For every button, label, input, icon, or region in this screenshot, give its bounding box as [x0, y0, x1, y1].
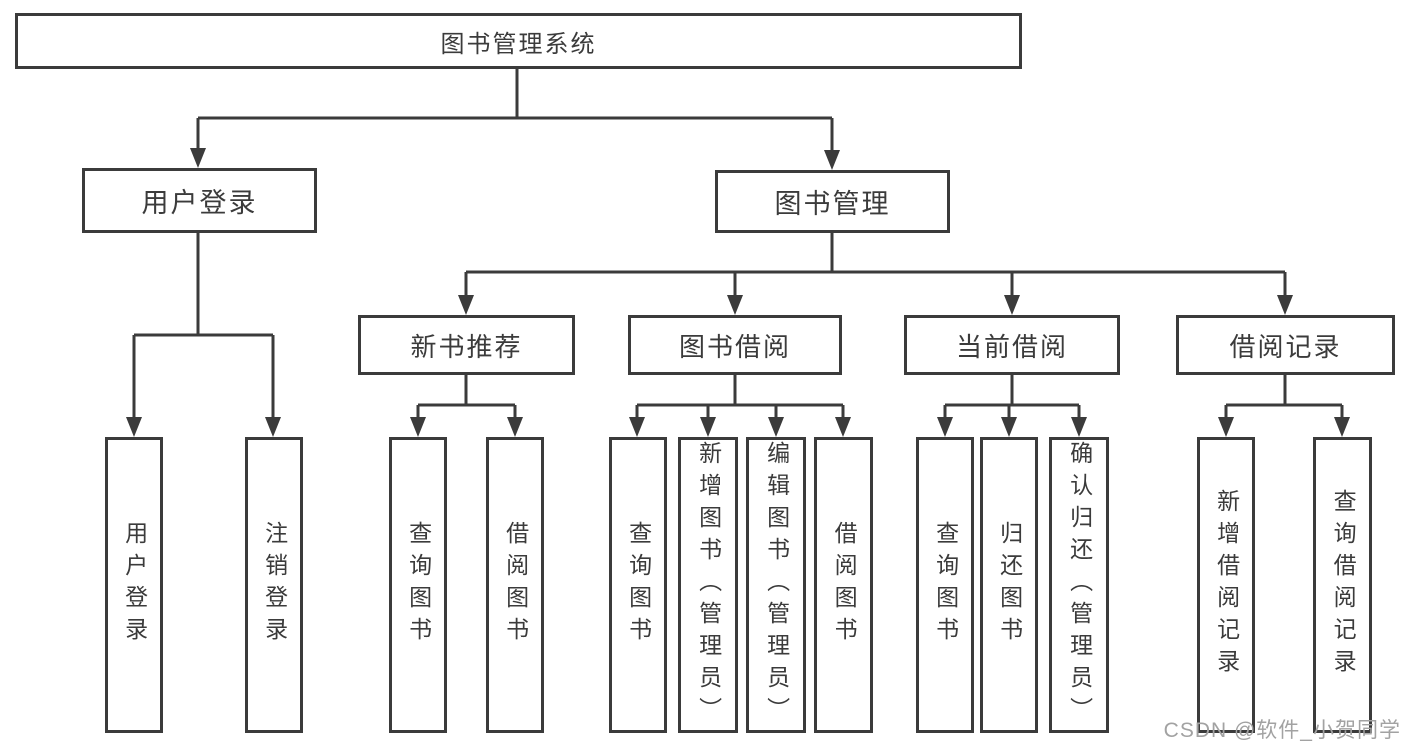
arrow-down-icon — [1277, 295, 1293, 315]
node-label: 新增借阅记录 — [1213, 489, 1240, 681]
connector-book-mgmt — [464, 233, 1287, 297]
arrow-down-icon — [1218, 417, 1234, 437]
node-label: 用户登录 — [121, 521, 148, 649]
connector-borrow-records — [1224, 375, 1344, 419]
node-query-borrow-record: 查询借阅记录 — [1313, 437, 1372, 733]
node-label: 查询图书 — [625, 521, 652, 649]
node-recommend-borrow-books: 借阅图书 — [486, 437, 544, 733]
arrow-down-icon — [410, 417, 426, 437]
node-label: 注销登录 — [261, 521, 288, 649]
node-borrowing-borrow-books: 借阅图书 — [814, 437, 873, 733]
node-return-books: 归还图书 — [980, 437, 1038, 733]
node-add-borrow-record: 新增借阅记录 — [1197, 437, 1255, 733]
arrow-down-icon — [835, 417, 851, 437]
node-book-management: 图书管理 — [715, 170, 950, 233]
arrow-down-icon — [458, 295, 474, 315]
node-label: 借阅图书 — [831, 521, 858, 649]
node-label: 编辑图书（管理员） — [763, 441, 790, 729]
connector-book-borrow — [635, 375, 845, 419]
connector-root — [196, 69, 834, 152]
node-login: 用户登录 — [105, 437, 163, 733]
arrow-down-icon — [1071, 417, 1087, 437]
node-label: 借阅图书 — [502, 521, 529, 649]
node-library-system: 图书管理系统 — [15, 13, 1022, 69]
node-recommend-query-books: 查询图书 — [389, 437, 447, 733]
node-label: 查询图书 — [932, 521, 959, 649]
node-label: 新增图书（管理员） — [695, 441, 722, 729]
node-label: 确认归还（管理员） — [1066, 441, 1093, 729]
connector-user-login — [132, 233, 275, 419]
arrow-down-icon — [190, 148, 206, 168]
arrow-down-icon — [700, 417, 716, 437]
node-borrow-records: 借阅记录 — [1176, 315, 1395, 375]
node-user-login: 用户登录 — [82, 168, 317, 233]
node-current-borrowing: 当前借阅 — [904, 315, 1120, 375]
arrow-down-icon — [824, 150, 840, 170]
arrow-down-icon — [727, 295, 743, 315]
node-current-query-books: 查询图书 — [916, 437, 974, 733]
node-confirm-return-admin: 确认归还（管理员） — [1049, 437, 1109, 733]
node-label: 归还图书 — [996, 521, 1023, 649]
node-borrowing-query-books: 查询图书 — [609, 437, 667, 733]
arrow-down-icon — [768, 417, 784, 437]
arrow-down-icon — [126, 417, 142, 437]
arrow-down-icon — [1334, 417, 1350, 437]
node-book-borrowing: 图书借阅 — [628, 315, 842, 375]
arrow-down-icon — [1001, 417, 1017, 437]
arrow-down-icon — [1004, 295, 1020, 315]
arrow-down-icon — [937, 417, 953, 437]
node-logout: 注销登录 — [245, 437, 303, 733]
node-new-book-recommend: 新书推荐 — [358, 315, 575, 375]
node-add-books-admin: 新增图书（管理员） — [678, 437, 738, 733]
watermark: CSDN @软件_小贺同学 — [1163, 719, 1401, 742]
node-edit-books-admin: 编辑图书（管理员） — [746, 437, 806, 733]
arrow-down-icon — [507, 417, 523, 437]
node-label: 查询图书 — [405, 521, 432, 649]
node-label: 查询借阅记录 — [1330, 489, 1357, 681]
arrow-down-icon — [629, 417, 645, 437]
arrow-down-icon — [265, 417, 281, 437]
connector-current-borrow — [943, 375, 1081, 419]
connector-new-book — [416, 375, 517, 419]
